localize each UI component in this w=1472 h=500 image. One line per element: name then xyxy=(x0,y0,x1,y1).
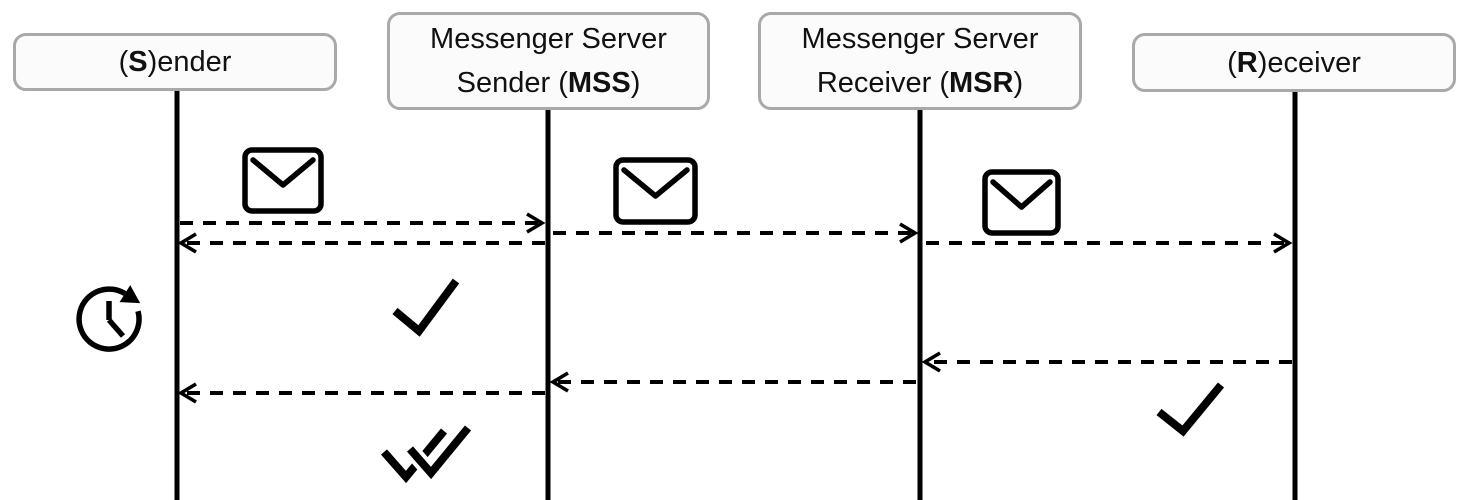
envelope-icon xyxy=(242,147,324,214)
actor-label-line2: Sender (MSS) xyxy=(456,67,641,99)
actor-label-line1: Messenger Server xyxy=(430,23,667,55)
actor-box-sender: (S)ender xyxy=(13,33,337,91)
actor-label: (S)ender xyxy=(118,46,232,78)
double-check-icon xyxy=(380,422,475,486)
message-arrow-mss-to-sender-delivered xyxy=(177,382,545,404)
message-arrow-mss-to-msr xyxy=(553,222,919,244)
clock-pending-icon xyxy=(76,285,142,352)
actor-label-line1: Messenger Server xyxy=(801,23,1039,55)
envelope-icon xyxy=(613,157,698,225)
envelope-icon xyxy=(982,169,1061,236)
message-arrow-mss-to-sender-ack xyxy=(177,232,545,254)
message-arrow-msr-to-mss-ack xyxy=(549,371,916,393)
actor-box-receiver: (R)eceiver xyxy=(1132,33,1456,92)
actor-box-msr: Messenger Server Receiver (MSR) xyxy=(758,12,1082,110)
check-icon xyxy=(1156,382,1225,437)
actor-label-line2: Receiver (MSR) xyxy=(816,67,1024,99)
clock-arrowhead xyxy=(119,285,141,304)
actor-box-mss: Messenger Server Sender (MSS) xyxy=(387,12,710,110)
actor-label: (R)eceiver xyxy=(1227,46,1361,79)
message-arrow-sender-to-mss xyxy=(180,212,546,234)
message-arrow-receiver-to-msr-ack xyxy=(921,351,1292,373)
check-icon xyxy=(392,278,460,337)
message-arrow-msr-to-receiver xyxy=(926,232,1293,254)
